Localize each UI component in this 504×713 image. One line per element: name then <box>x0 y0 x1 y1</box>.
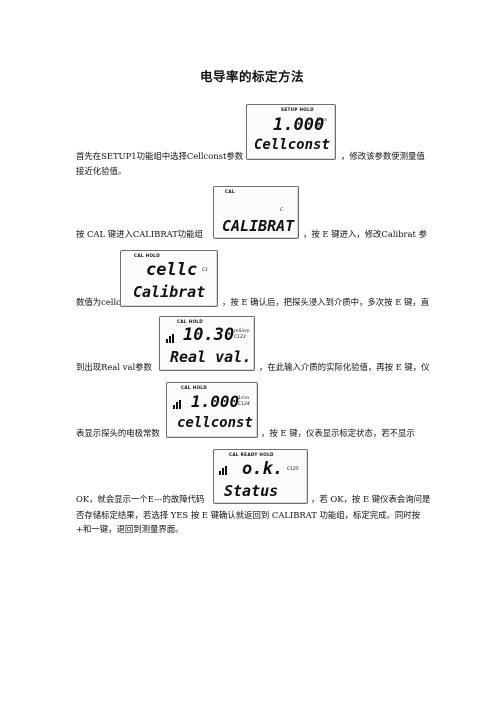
display-unit: mS/cm <box>234 329 250 334</box>
display-value: 1.000 <box>191 392 240 411</box>
text-line: 接近化验值。 <box>76 166 127 176</box>
text-line: 按 CAL 键进入CALIBRAT功能组 <box>76 229 203 239</box>
signal-bars-icon <box>166 334 174 343</box>
text-line: ，若 OK，按 E 键仪表会询问是 <box>311 494 431 504</box>
lcd-display-calibrat: CAL C CALIBRAT <box>213 186 299 239</box>
display-value: 1.000 <box>273 115 325 135</box>
text-line: 表显示探头的电极常数 <box>76 428 160 438</box>
display-flags: CAL READY HOLD <box>229 452 274 457</box>
display-flags: SETUP HOLD <box>281 107 314 112</box>
display-code: C125 <box>287 467 299 472</box>
display-text: Real val. <box>170 348 252 366</box>
display-flags: CAL HOLD <box>134 253 161 258</box>
lcd-display-status: CAL READY HOLD o.k. C125 Status <box>213 449 308 504</box>
lcd-display-cellconst: SETUP HOLD 1.000 1/cm A5 Cellconst <box>246 104 336 160</box>
display-flags: CAL HOLD <box>181 385 208 390</box>
text-line: ，按 E 确认后，把探头浸入到介质中，多次按 E 键，直 <box>222 297 430 307</box>
lcd-display-cellconst-result: CAL HOLD 1.000 1/cm C124 cellconst <box>166 382 258 438</box>
display-value: cellc <box>146 260 198 280</box>
display-unit: 1/cm <box>316 118 328 123</box>
display-text: cellconst <box>177 415 253 431</box>
display-code: C <box>280 208 284 213</box>
display-unit: 1/cm <box>238 396 250 401</box>
text-line: ，修改该参数使测量值 <box>341 151 425 161</box>
display-value: 10.30 <box>183 325 235 345</box>
display-flags: CAL HOLD <box>177 319 204 324</box>
text-line: +和一键，退回到测量界面。 <box>76 524 184 534</box>
text-line: 数值为cellc <box>76 297 121 307</box>
text-line: 否存储标定结果，若选择 YES 按 E 键确认就返回到 CALIBRAT 功能组… <box>76 510 421 520</box>
display-value: o.k. <box>242 459 283 479</box>
lcd-display-real-val: CAL HOLD 10.30 mS/cm C123 Real val. <box>159 316 255 371</box>
display-text: Status <box>224 482 279 500</box>
document-title: 电导率的标定方法 <box>199 69 304 84</box>
text-line: ，按 E 键进入，修改Calibrat 参 <box>303 229 427 239</box>
lcd-display-calibrat-cellc: CAL HOLD cellc C1 Calibrat <box>120 250 218 307</box>
text-line: 到出现Real val参数 <box>76 362 152 372</box>
text-line: OK，就会显示一个E---的故障代码 <box>76 494 205 504</box>
display-flags: CAL <box>225 189 235 194</box>
text-line: ，在此输入介质的实际化验值，再按 E 键，仪 <box>259 362 430 372</box>
signal-bars-icon <box>219 466 227 475</box>
display-text: Calibrat <box>133 283 206 301</box>
display-code: A5 <box>316 124 322 129</box>
display-code: C1 <box>202 268 209 273</box>
signal-bars-icon <box>173 400 181 409</box>
display-text: CALIBRAT <box>222 217 295 235</box>
text-line: ，按 E 键，仪表显示标定状态，若不显示 <box>261 428 415 438</box>
display-code: C124 <box>238 402 250 407</box>
text-line: 首先在SETUP1功能组中选择Cellconst参数 <box>76 151 244 161</box>
display-code: C123 <box>234 335 246 340</box>
display-text: Cellconst <box>254 137 330 153</box>
